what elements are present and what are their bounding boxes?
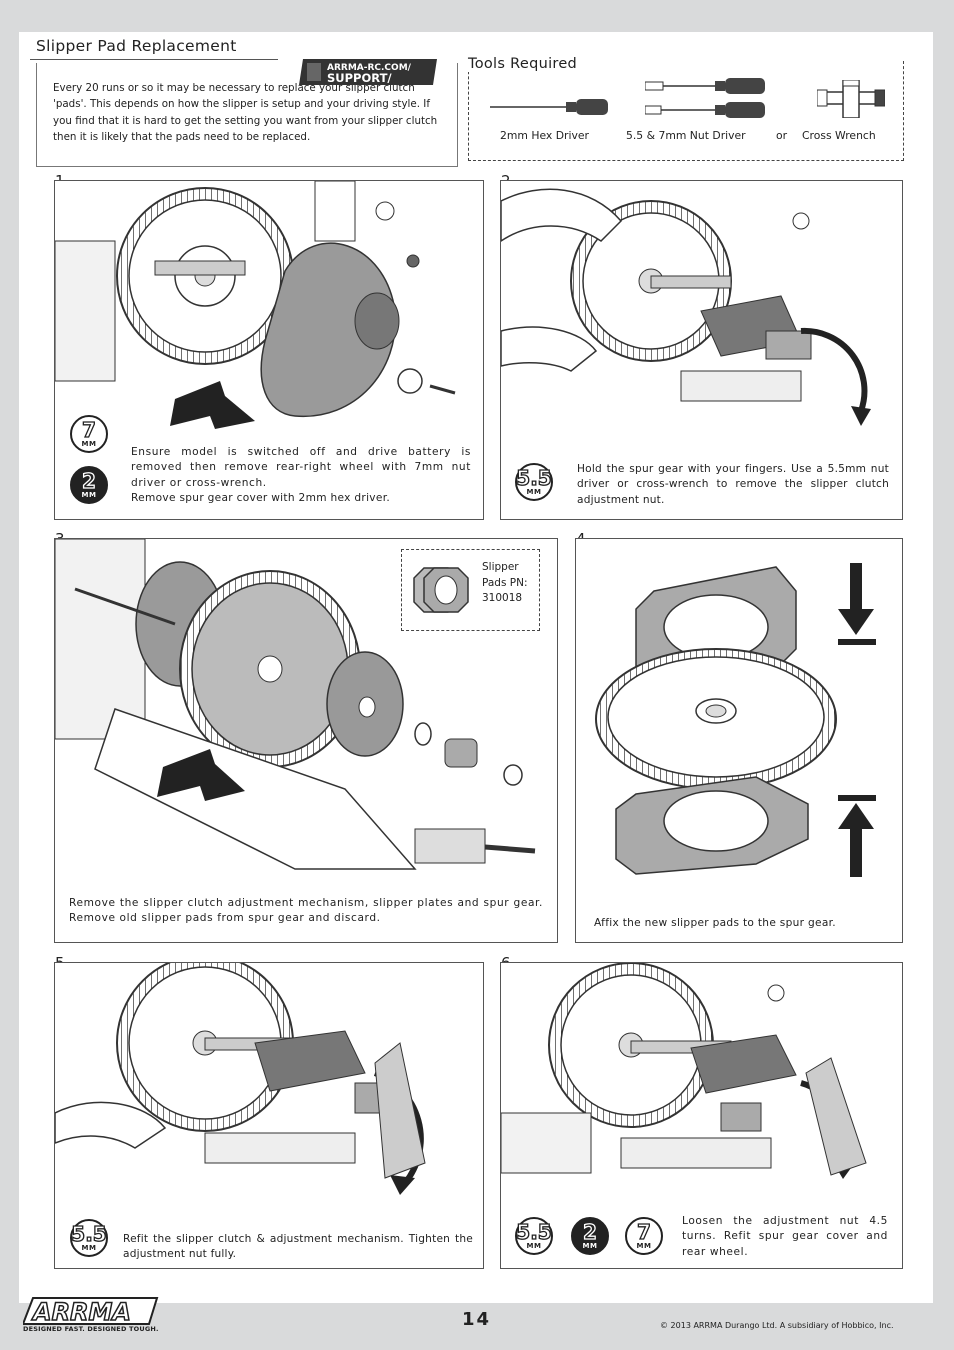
hex-driver-label: 2mm Hex Driver: [500, 129, 589, 142]
step-panel-6: 5.5 MM 2 MM 7 MM Loosen the adjustment n…: [500, 962, 903, 1269]
intro-box: [36, 63, 458, 167]
step-panel-1: 7 MM 2 MM Ensure model is switched off a…: [54, 180, 484, 520]
cross-wrench-label: Cross Wrench: [802, 129, 876, 142]
tools-or-label: or: [776, 129, 788, 142]
step-panel-3: Remove the slipper clutch adjustment mec…: [54, 538, 558, 943]
title-underline: [30, 59, 278, 60]
logo-tagline: DESIGNED FAST. DESIGNED TOUGH.: [23, 1325, 159, 1333]
page-title: Slipper Pad Replacement: [36, 37, 237, 55]
tool-size-badge: 7 MM: [625, 1217, 663, 1255]
tool-size-badge: 2 MM: [70, 466, 108, 504]
tools-box: [468, 61, 904, 161]
tool-size-badge: 5.5 MM: [515, 1217, 553, 1255]
slipper-pads-label: Slipper Pads PN: 310018: [482, 561, 528, 604]
tool-size-badge: 2 MM: [571, 1217, 609, 1255]
slipper-pad-icon: [413, 567, 469, 613]
tool-size-badge: 7 MM: [70, 415, 108, 453]
step6-illustration: [501, 963, 867, 1179]
support-line2: SUPPORT/: [327, 71, 392, 85]
hex-driver-icon: [490, 97, 610, 117]
intro-text: Every 20 runs or so it may be necessary …: [53, 82, 438, 143]
step3-illustration: [55, 539, 536, 870]
step-panel-4: Affix the new slipper pads to the spur g…: [575, 538, 903, 943]
step-text-1: Ensure model is switched off and drive b…: [131, 446, 471, 489]
step5-illustration: [55, 963, 426, 1195]
step-panel-2: 5.5 MM Hold the spur gear with your fing…: [500, 180, 903, 520]
step-text-4: Affix the new slipper pads to the spur g…: [594, 917, 836, 929]
step-panel-5: 5.5 MM Refit the slipper clutch & adjust…: [54, 962, 484, 1269]
nut-driver-label: 5.5 & 7mm Nut Driver: [626, 129, 746, 142]
step1-illustration: [55, 181, 456, 429]
step2-illustration: [501, 188, 871, 426]
step-text-3: Remove the slipper clutch adjustment mec…: [69, 897, 543, 925]
cross-wrench-icon: [817, 80, 885, 118]
step-text-6: Loosen the adjustment nut 4.5 turns. Ref…: [682, 1215, 888, 1258]
slipper-pads-callout: Slipper Pads PN: 310018: [401, 549, 540, 631]
support-line1: ARRMA-RC.COM/: [327, 63, 412, 73]
step4-illustration: [595, 563, 876, 877]
support-logo[interactable]: ARRMA-RC.COM/ SUPPORT/: [299, 55, 441, 88]
tool-size-badge: 5.5 MM: [515, 463, 553, 501]
tool-size-badge: 5.5 MM: [70, 1219, 108, 1257]
nut-driver-55mm-icon: [645, 101, 767, 119]
step-text-2: Hold the spur gear with your fingers. Us…: [577, 463, 889, 506]
logo-text: ARRMA: [31, 1298, 131, 1326]
step-text-1b: Remove spur gear cover with 2mm hex driv…: [131, 492, 391, 504]
step-text-5: Refit the slipper clutch & adjustment me…: [123, 1233, 473, 1261]
page-number: 14: [462, 1309, 492, 1330]
copyright-text: © 2013 ARRMA Durango Ltd. A subsidiary o…: [660, 1321, 894, 1330]
tools-title: Tools Required: [468, 56, 584, 72]
nut-driver-7mm-icon: [645, 77, 767, 95]
arrma-logo: ARRMA: [23, 1296, 161, 1336]
